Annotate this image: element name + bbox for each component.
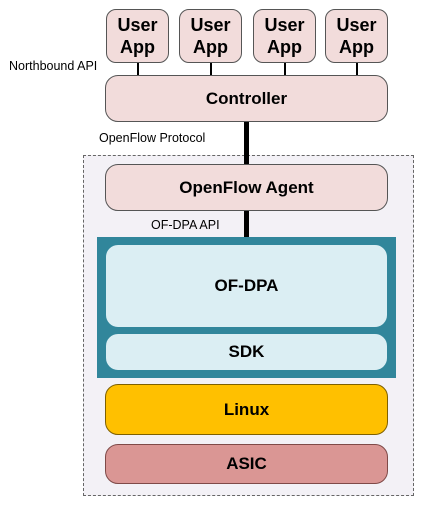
openflow-protocol-label: OpenFlow Protocol bbox=[99, 131, 206, 145]
controller-box: Controller bbox=[105, 75, 388, 122]
user-app-line1: User bbox=[264, 15, 305, 35]
user-app-line2: App bbox=[193, 37, 228, 57]
linux-label: Linux bbox=[223, 399, 270, 419]
asic-box: ASIC bbox=[105, 444, 388, 484]
ofdpa-api-label: OF-DPA API bbox=[151, 218, 220, 232]
user-app-line2: App bbox=[120, 37, 155, 57]
openflow-agent-box: OpenFlow Agent bbox=[105, 164, 388, 211]
user-app-line1: User bbox=[117, 15, 158, 35]
user-app-line2: App bbox=[267, 37, 302, 57]
openflow-protocol-connector bbox=[244, 122, 249, 164]
controller-label: Controller bbox=[205, 88, 288, 108]
user-app-connector-1 bbox=[137, 63, 139, 75]
user-app-box-2: User App bbox=[179, 9, 242, 63]
user-app-box-3: User App bbox=[253, 9, 316, 63]
user-app-line1: User bbox=[190, 15, 231, 35]
ofdpa-label: OF-DPA bbox=[214, 276, 279, 295]
user-app-line1: User bbox=[336, 15, 377, 35]
user-app-box-1: User App bbox=[106, 9, 169, 63]
asic-label: ASIC bbox=[226, 454, 267, 473]
linux-box: Linux bbox=[105, 384, 388, 435]
openflow-agent-label: OpenFlow Agent bbox=[179, 177, 314, 197]
sdk-box: SDK bbox=[105, 333, 388, 371]
ofdpa-api-connector bbox=[244, 211, 249, 238]
user-app-line2: App bbox=[339, 37, 374, 57]
sdk-label: SDK bbox=[228, 342, 265, 361]
user-app-connector-2 bbox=[210, 63, 212, 75]
northbound-api-label: Northbound API bbox=[9, 59, 98, 73]
user-app-connector-4 bbox=[356, 63, 358, 75]
ofdpa-box: OF-DPA bbox=[105, 244, 388, 328]
user-app-box-4: User App bbox=[325, 9, 388, 63]
user-app-connector-3 bbox=[284, 63, 286, 75]
